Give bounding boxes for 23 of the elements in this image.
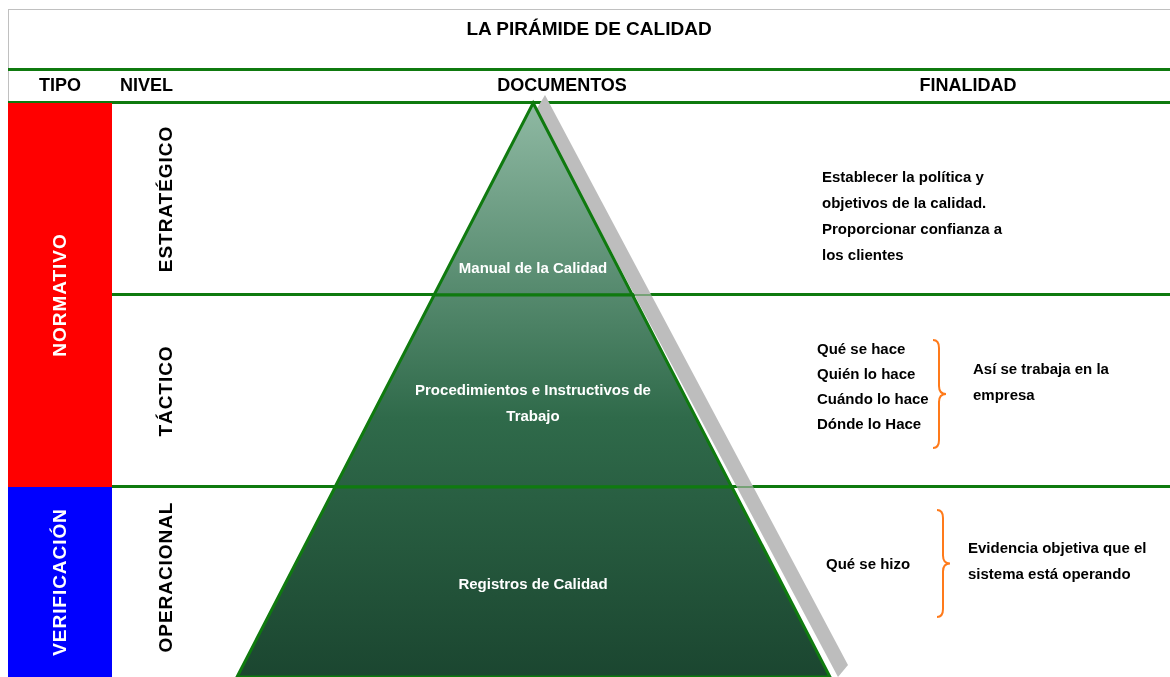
column-header: FINALIDAD: [918, 74, 1018, 97]
document-label: Registros de Calidad: [458, 574, 608, 594]
purpose-text: Así se trabaja en la empresa: [973, 359, 1110, 405]
question-text: Dónde lo Hace: [817, 414, 923, 434]
column-header: TIPO: [38, 74, 82, 97]
type-label: VERIFICACIÓN: [47, 508, 71, 656]
document-label: Manual de la Calidad: [458, 258, 608, 278]
level-label: TÁCTICO: [153, 345, 177, 437]
title: LA PIRÁMIDE DE CALIDAD: [465, 17, 713, 41]
column-header: DOCUMENTOS: [496, 74, 628, 97]
purpose-text: Establecer la política y objetivos de la calidad. Proporcionar confianza a los clientes: [822, 167, 1004, 265]
type-band: [8, 103, 112, 487]
question-text: Quién lo hace: [817, 364, 917, 384]
purpose-text: Evidencia objetiva que el sistema está operando: [968, 538, 1148, 584]
column-header: NIVEL: [120, 74, 174, 97]
question-text: Qué se hizo: [826, 554, 912, 574]
question-text: Cuándo lo hace: [817, 389, 930, 409]
type-label: NORMATIVO: [47, 233, 71, 357]
document-label: Procedimientos e Instructivos de Trabajo: [414, 380, 652, 426]
type-band: [8, 487, 112, 677]
level-label: ESTRATÉGICO: [153, 125, 177, 273]
level-label: OPERACIONAL: [153, 501, 177, 653]
question-text: Qué se hace: [817, 339, 907, 359]
